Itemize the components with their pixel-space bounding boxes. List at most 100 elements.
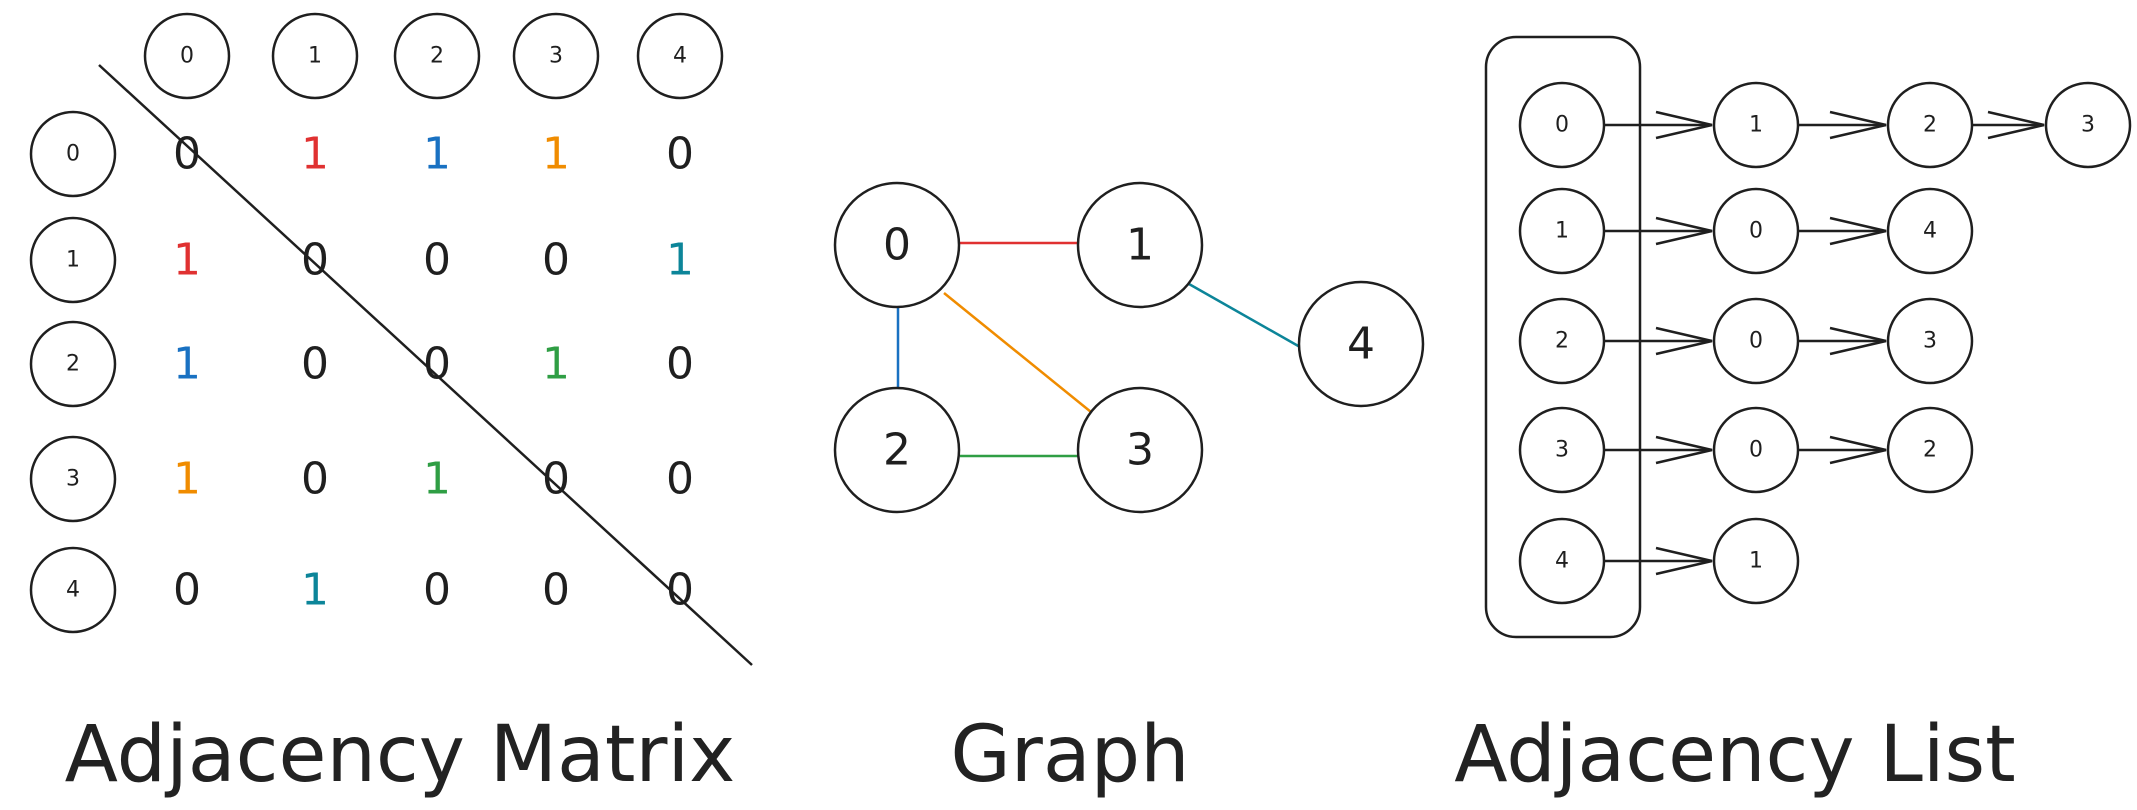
matrix-cell-r3-c3: 0 [542, 454, 570, 505]
graph-node-2-label: 2 [883, 425, 911, 476]
matrix-cell-r2-c0: 1 [173, 339, 201, 390]
matrix-col-header-4-label: 4 [673, 44, 687, 69]
adjacency-list-neighbor-0-2-label: 3 [2081, 113, 2095, 138]
graph-node-1-circle [1076, 181, 1204, 309]
adjacency-list-neighbor-4-0-circle [1712, 517, 1800, 605]
matrix-cell-r3-c4: 0 [666, 454, 694, 505]
graph-node-4-label: 4 [1347, 319, 1375, 370]
graph-edge-0-3 [943, 292, 1092, 413]
matrix-cell-r2-c2: 0 [423, 339, 451, 390]
matrix-cell-r4-c1: 1 [301, 565, 329, 616]
matrix-col-header-3: 3 [512, 12, 600, 100]
matrix-col-header-2-label: 2 [430, 44, 444, 69]
adjacency-list-neighbor-0-1-label: 2 [1923, 113, 1937, 138]
matrix-row-header-2-circle [29, 320, 117, 408]
adjacency-list-vertex-1: 1 [1518, 187, 1606, 275]
graph-node-4-circle [1297, 280, 1425, 408]
matrix-row-header-4-circle [29, 546, 117, 634]
adjacency-list-neighbor-1-0: 0 [1712, 187, 1800, 275]
matrix-cell-r0-c4: 0 [666, 129, 694, 180]
matrix-col-header-3-circle [512, 12, 600, 100]
adjacency-list-neighbor-2-1-label: 3 [1923, 329, 1937, 354]
adjacency-list-vertex-1-circle [1518, 187, 1606, 275]
graph-edges [896, 241, 1301, 458]
matrix-row-header-0-label: 0 [66, 142, 80, 167]
matrix-cell-r4-c2: 0 [423, 565, 451, 616]
matrix-row-header-4: 4 [29, 546, 117, 634]
matrix-col-header-1-circle [271, 12, 359, 100]
adjacency-list-vertex-3-label: 3 [1555, 438, 1569, 463]
adjacency-list-neighbor-2-0: 0 [1712, 297, 1800, 385]
matrix-col-header-0-label: 0 [180, 44, 194, 69]
adjacency-list-vertex-2-label: 2 [1555, 329, 1569, 354]
matrix-row-header-0-circle [29, 110, 117, 198]
matrix-cell-r4-c0: 0 [173, 565, 201, 616]
adjacency-list-neighbor-1-1: 4 [1886, 187, 1974, 275]
matrix-col-header-2: 2 [393, 12, 481, 100]
graph-node-1-label: 1 [1126, 220, 1154, 271]
matrix-cell-r3-c0: 1 [173, 454, 201, 505]
matrix-cell-r1-c1: 0 [301, 235, 329, 286]
adjacency-list-vertex-2: 2 [1518, 297, 1606, 385]
matrix-col-header-0-circle [143, 12, 231, 100]
matrix-col-header-1: 1 [271, 12, 359, 100]
matrix-col-header-4-circle [636, 12, 724, 100]
graph-node-2-circle [833, 386, 961, 514]
matrix-row-header-4-label: 4 [66, 578, 80, 603]
adjacency-list-neighbor-2-1: 3 [1886, 297, 1974, 385]
adjacency-list-neighbor-2-0-label: 0 [1749, 329, 1763, 354]
adjacency-list-row-0: 0 1 2 3 [1518, 81, 2132, 169]
matrix-row-header-0: 0 [29, 110, 117, 198]
adjacency-list-neighbor-0-1: 2 [1886, 81, 1974, 169]
adjacency-list-neighbor-0-0: 1 [1712, 81, 1800, 169]
adjacency-list-vertex-1-label: 1 [1555, 219, 1569, 244]
adjacency-list-neighbor-2-0-circle [1712, 297, 1800, 385]
matrix-cell-r1-c3: 0 [542, 235, 570, 286]
graph-node-3-circle [1076, 386, 1204, 514]
adjacency-list-vertex-3-circle [1518, 406, 1606, 494]
adjacency-list-vertex-4-label: 4 [1555, 549, 1569, 574]
matrix-cell-r2-c1: 0 [301, 339, 329, 390]
graph-node-0-label: 0 [883, 220, 911, 271]
matrix-cell-r0-c2: 1 [423, 129, 451, 180]
adjacency-list-vertex-3: 3 [1518, 406, 1606, 494]
adjacency-list-neighbor-3-0-circle [1712, 406, 1800, 494]
adjacency-list-neighbor-4-0-label: 1 [1749, 549, 1763, 574]
adjacency-list-vertex-4: 4 [1518, 517, 1606, 605]
adjacency-list-neighbor-0-2: 3 [2044, 81, 2132, 169]
matrix-col-header-4: 4 [636, 12, 724, 100]
caption-graph: Graph [950, 710, 1190, 800]
graph-node-4: 4 [1297, 280, 1425, 408]
adjacency-list-neighbor-0-0-circle [1712, 81, 1800, 169]
caption-adjacency-matrix: Adjacency Matrix [64, 710, 736, 800]
adjacency-list-neighbor-0-1-circle [1886, 81, 1974, 169]
adjacency-list-neighbor-2-1-circle [1886, 297, 1974, 385]
adjacency-list-vertex-0: 0 [1518, 81, 1606, 169]
matrix-cell-r0-c3: 1 [542, 129, 570, 180]
matrix-row-header-2: 2 [29, 320, 117, 408]
adjacency-list-neighbor-3-0-label: 0 [1749, 438, 1763, 463]
matrix-cell-r0-c0: 0 [173, 129, 201, 180]
adjacency-list-neighbor-1-0-circle [1712, 187, 1800, 275]
matrix-row-header-1-label: 1 [66, 248, 80, 273]
adjacency-list-neighbor-0-2-circle [2044, 81, 2132, 169]
adjacency-list-neighbor-4-0: 1 [1712, 517, 1800, 605]
matrix-row-header-3: 3 [29, 435, 117, 523]
adjacency-list-neighbor-0-0-label: 1 [1749, 113, 1763, 138]
adjacency-list-vertex-0-label: 0 [1555, 113, 1569, 138]
graph-node-3-label: 3 [1126, 425, 1154, 476]
graph-node-0-circle [833, 181, 961, 309]
matrix-col-header-2-circle [393, 12, 481, 100]
matrix-cell-r2-c3: 1 [542, 339, 570, 390]
adjacency-list-vertex-0-circle [1518, 81, 1606, 169]
adjacency-list-vertex-2-circle [1518, 297, 1606, 385]
adjacency-list-neighbor-3-1-circle [1886, 406, 1974, 494]
matrix-col-header-3-label: 3 [549, 44, 563, 69]
matrix-cell-r1-c2: 0 [423, 235, 451, 286]
